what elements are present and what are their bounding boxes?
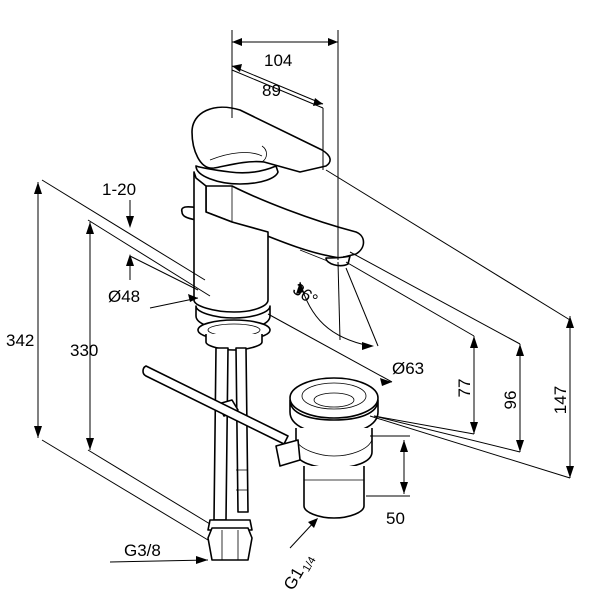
- label-diameter-63: Ø63: [392, 359, 424, 378]
- main-cylinder: [193, 171, 269, 313]
- label-147: 147: [551, 386, 570, 414]
- label-342: 342: [6, 331, 34, 350]
- label-g1-1-4: G1 1/4: [280, 555, 319, 594]
- label-diameter-48: Ø48: [108, 287, 140, 306]
- label-330: 330: [70, 341, 98, 360]
- label-1-20: 1-20: [102, 180, 136, 199]
- cap-ring: [195, 165, 279, 185]
- dimension-lines: [34, 30, 574, 564]
- label-96: 96: [501, 391, 520, 410]
- popup-rod: [142, 365, 289, 445]
- label-angle-36: 36°: [289, 279, 321, 309]
- lever-handle: [191, 106, 331, 173]
- label-g3-8: G3/8: [124, 541, 161, 560]
- waste-assembly: [275, 377, 379, 519]
- label-50: 50: [386, 509, 405, 528]
- label-104: 104: [264, 51, 292, 70]
- label-89: 89: [262, 81, 281, 100]
- label-77: 77: [455, 379, 474, 398]
- faucet-body: [142, 106, 365, 561]
